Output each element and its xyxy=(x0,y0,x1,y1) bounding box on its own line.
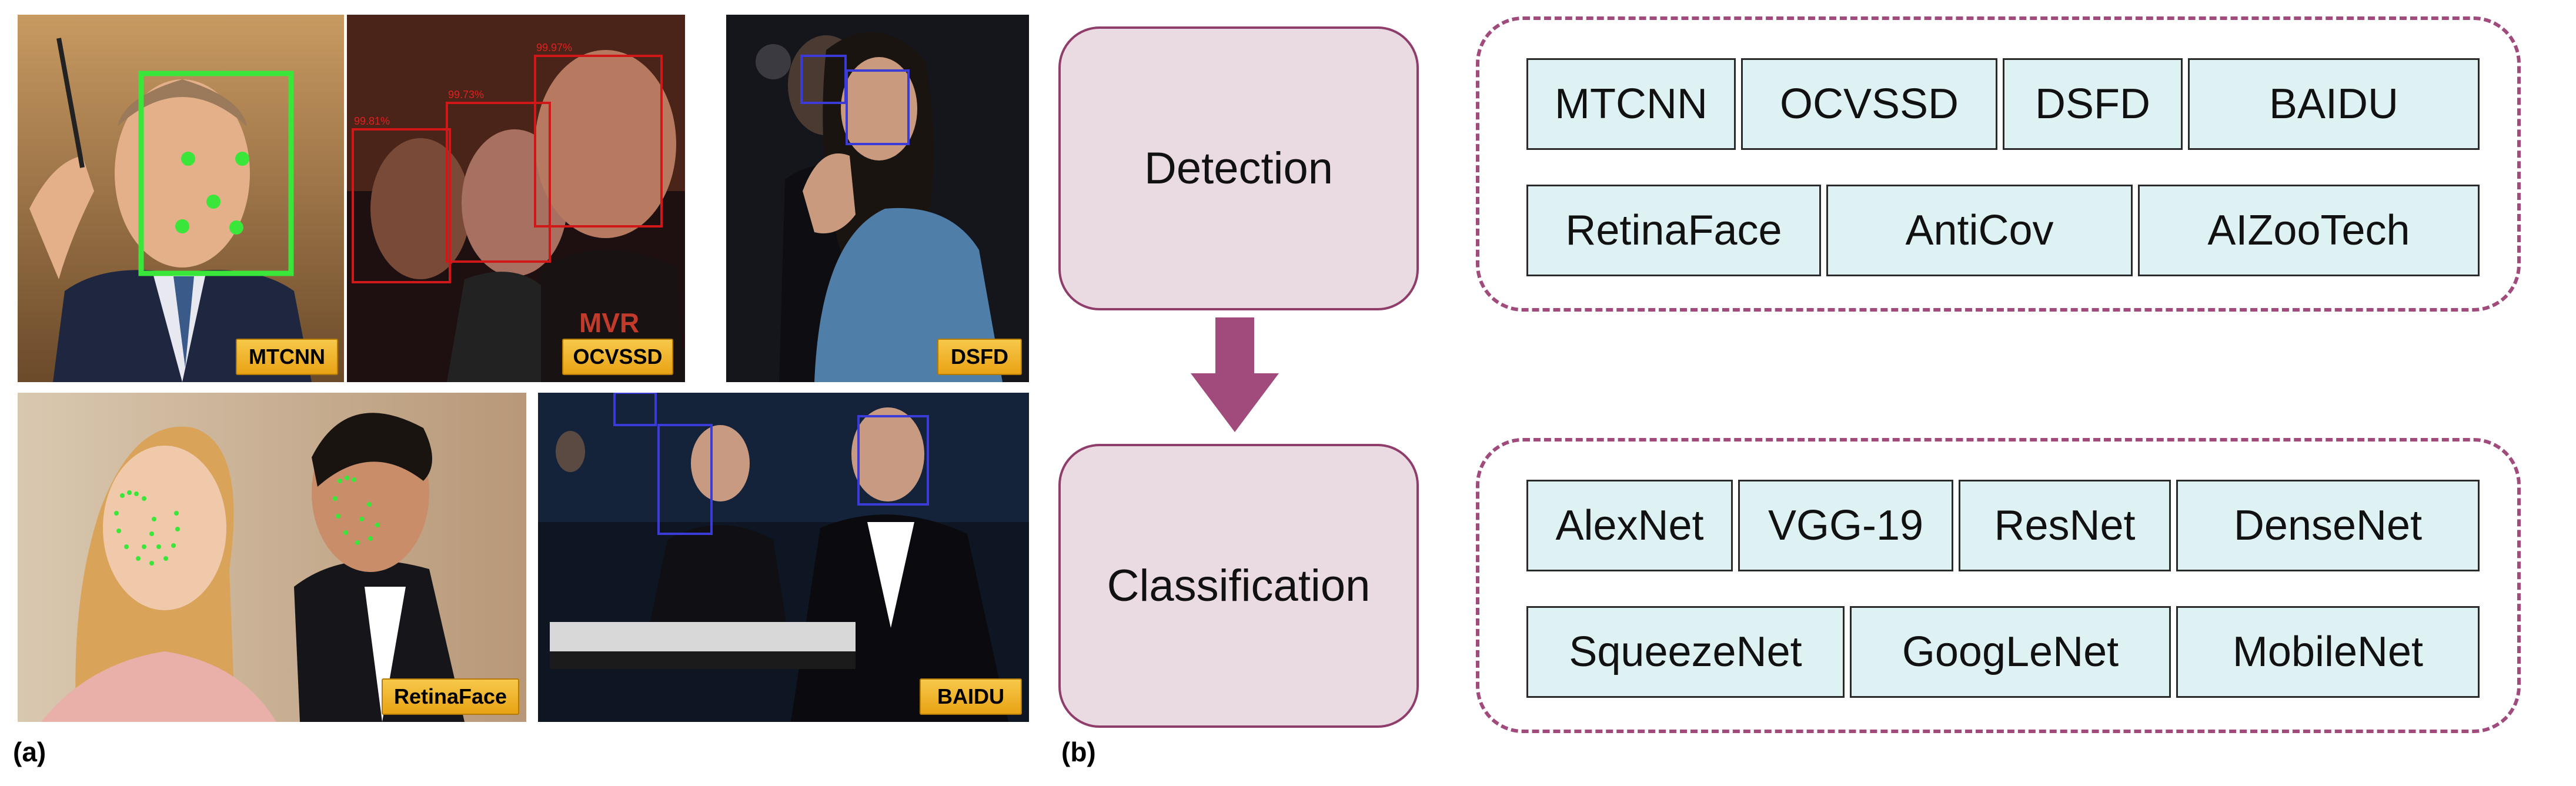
model-chip-resnet: ResNet xyxy=(1959,480,2171,571)
photo-ocvssd: MVR 99.81% 99.73% 99.97% OCVSSD xyxy=(347,15,685,382)
panel-a-label: (a) xyxy=(13,737,46,767)
ocvssd-detection-overlay: 99.81% 99.73% 99.97% xyxy=(352,42,663,283)
photo-tag-ocvssd: OCVSSD xyxy=(562,339,673,375)
model-chip-ocvssd: OCVSSD xyxy=(1741,58,1997,150)
flow-arrow-down-icon xyxy=(1191,317,1279,432)
model-chip-densenet: DenseNet xyxy=(2176,480,2480,571)
svg-text:MVR: MVR xyxy=(579,307,639,338)
ocvssd-score-1: 99.81% xyxy=(354,115,390,127)
photo-baidu: BAIDU xyxy=(538,393,1029,722)
dsfd-scene-image xyxy=(726,15,1029,382)
model-chip-anticov: AntiCov xyxy=(1826,185,2133,276)
model-chip-squeezenet: SqueezeNet xyxy=(1526,606,1845,698)
detection-stage: Detection xyxy=(1058,26,1419,310)
mtcnn-detection-overlay xyxy=(138,71,294,276)
photo-dsfd: DSFD xyxy=(726,15,1029,382)
retinaface-landmark-overlay xyxy=(114,476,380,566)
ocvssd-score-3: 99.97% xyxy=(536,42,572,53)
model-chip-retinaface: RetinaFace xyxy=(1526,185,1821,276)
classification-stage: Classification xyxy=(1058,444,1419,728)
model-chip-baidu: BAIDU xyxy=(2188,58,2480,150)
model-chip-alexnet: AlexNet xyxy=(1526,480,1733,571)
baidu-scene-image xyxy=(538,393,1029,722)
model-chip-mtcnn: MTCNN xyxy=(1526,58,1736,150)
model-chip-dsfd: DSFD xyxy=(2003,58,2183,150)
photo-mtcnn: MTCNN xyxy=(18,15,344,382)
retinaface-scene-image xyxy=(18,393,526,722)
model-chip-vgg19: VGG-19 xyxy=(1738,480,1953,571)
classification-models-group: AlexNet VGG-19 ResNet DenseNet SqueezeNe… xyxy=(1476,438,2521,733)
panel-b-label: (b) xyxy=(1061,737,1096,767)
photo-tag-retinaface: RetinaFace xyxy=(382,678,519,715)
ocvssd-scene-image: MVR xyxy=(347,15,685,382)
photo-tag-mtcnn: MTCNN xyxy=(236,339,338,375)
model-chip-aizootech: AIZooTech xyxy=(2138,185,2480,276)
detection-models-group: MTCNN OCVSSD DSFD BAIDU RetinaFace AntiC… xyxy=(1476,16,2521,312)
ocvssd-score-2: 99.73% xyxy=(448,89,484,101)
photo-tag-baidu: BAIDU xyxy=(920,678,1022,715)
model-chip-googlenet: GoogLeNet xyxy=(1850,606,2171,698)
dsfd-detection-overlay xyxy=(800,55,910,145)
photo-retinaface: RetinaFace xyxy=(18,393,526,722)
model-chip-mobilenet: MobileNet xyxy=(2176,606,2480,698)
baidu-detection-overlay xyxy=(613,393,929,535)
photo-tag-dsfd: DSFD xyxy=(937,339,1022,375)
